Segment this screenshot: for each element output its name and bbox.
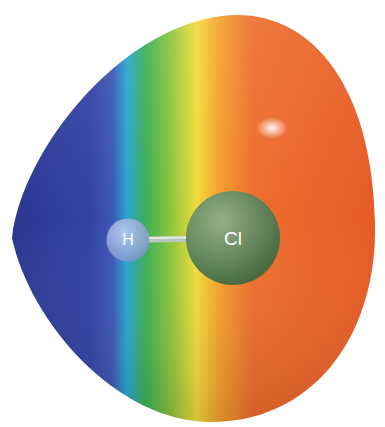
chlorine-atom: Cl bbox=[185, 190, 281, 286]
atom-symbol: Cl bbox=[224, 229, 242, 248]
atom-labels: H bbox=[122, 232, 134, 248]
bond-line bbox=[148, 237, 187, 239]
atom-symbol: H bbox=[122, 232, 134, 248]
hydrogen-atom: H bbox=[106, 218, 150, 262]
atom-labels: Cl bbox=[224, 229, 242, 248]
